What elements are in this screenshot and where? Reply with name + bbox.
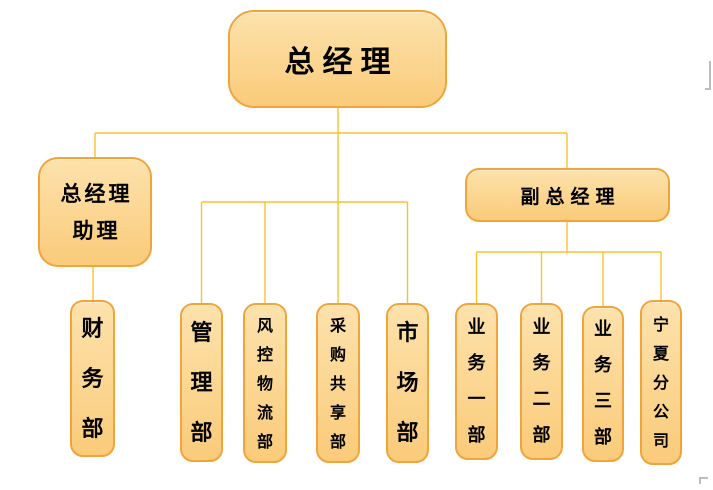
org-node-ningxia-branch[interactable]: 宁夏分公司 [640,300,682,465]
node-label-line1: 总经理 [60,181,133,207]
org-node-general-manager[interactable]: 总经理 [228,10,447,108]
org-node-marketing-dept[interactable]: 市场部 [386,303,429,463]
crop-mark-top-right [705,61,711,90]
node-label: 管理部 [190,319,213,446]
org-node-deputy-general-manager[interactable]: 副总经理 [465,168,670,222]
org-node-finance-dept[interactable]: 财务部 [70,300,115,457]
crop-mark-bottom-right [699,477,708,484]
org-node-business-dept-1[interactable]: 业务一部 [455,303,498,460]
org-node-business-dept-2[interactable]: 业务二部 [520,303,563,460]
node-label: 业务二部 [532,316,551,446]
connector-path [92,108,662,306]
org-node-procurement-sharing-dept[interactable]: 采购共享部 [316,303,360,463]
node-label: 总经理 [284,45,399,80]
node-label: 宁夏分公司 [652,315,669,450]
org-node-risk-logistics-dept[interactable]: 风控物流部 [243,303,287,463]
node-label: 风控物流部 [256,315,273,451]
node-label: 业务一部 [467,316,486,446]
node-label: 财务部 [81,315,104,442]
org-node-business-dept-3[interactable]: 业务三部 [582,306,624,462]
node-label-line2: 助理 [72,217,121,243]
org-node-management-dept[interactable]: 管理部 [180,303,223,462]
node-label: 市场部 [396,320,419,446]
node-label: 业务三部 [594,319,612,448]
node-label: 采购共享部 [329,315,346,451]
node-label: 副总经理 [520,185,621,208]
org-node-gm-assistant[interactable]: 总经理 助理 [38,157,152,267]
